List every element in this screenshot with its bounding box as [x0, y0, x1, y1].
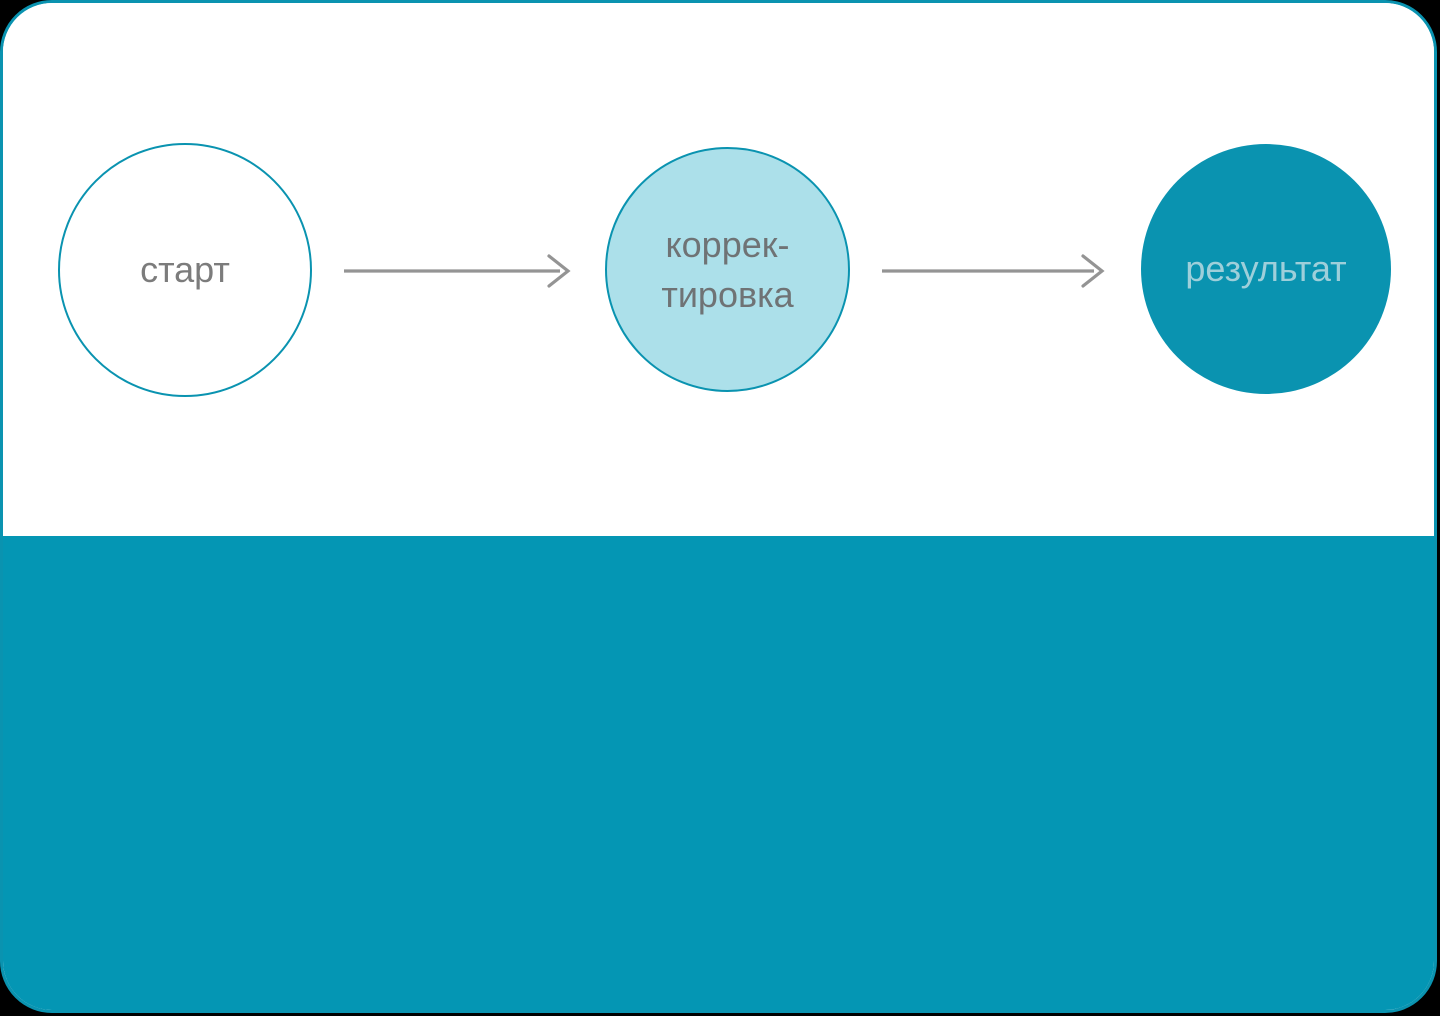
node-correction[interactable]: коррек- тировка: [605, 147, 850, 392]
process-flow: старт коррек- тировка: [3, 3, 1434, 536]
node-start-label: старт: [140, 249, 230, 290]
arrow-correction-to-result: [882, 246, 1106, 296]
node-start[interactable]: старт: [58, 143, 312, 397]
node-correction-label: коррек- тировка: [661, 223, 794, 315]
node-result-label: результат: [1185, 248, 1347, 289]
node-result[interactable]: результат: [1141, 144, 1391, 394]
arrow-start-to-correction: [344, 246, 572, 296]
arrow-right-icon: [882, 254, 1105, 288]
card-footer-band: [3, 536, 1434, 1010]
arrow-right-icon: [344, 254, 571, 288]
